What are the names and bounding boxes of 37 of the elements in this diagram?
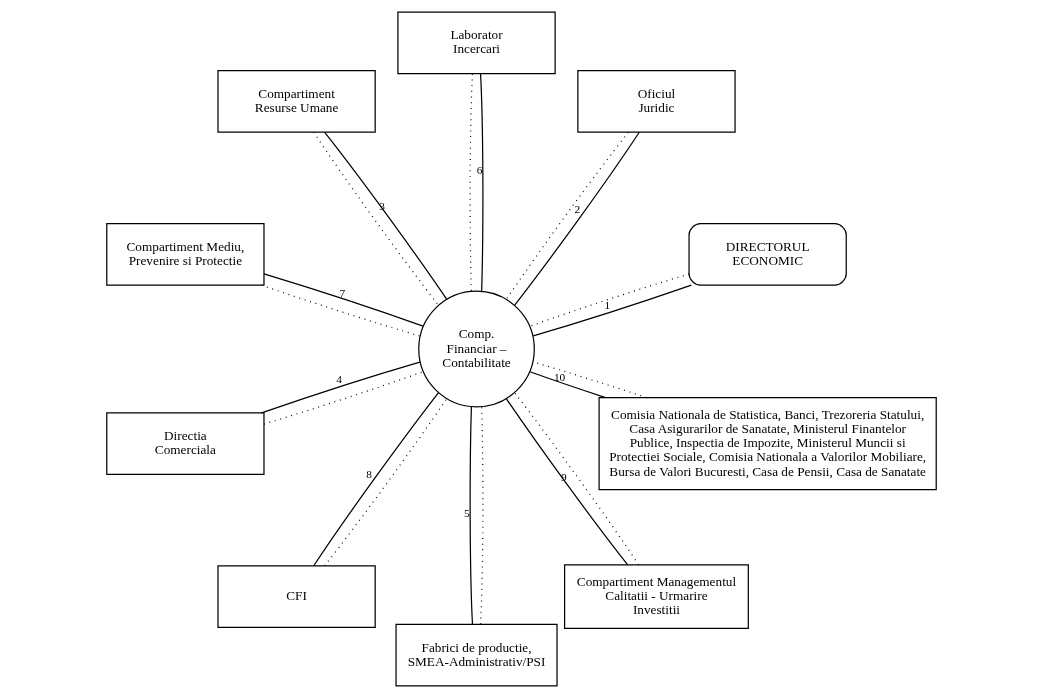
edge-label: 4	[335, 372, 342, 385]
node-box: DIRECTORUL ECONOMIC	[687, 223, 847, 286]
connector	[323, 398, 447, 567]
node-box: CFI	[216, 565, 376, 629]
node-box: Compartiment Resurse Umane	[216, 69, 376, 133]
connector	[312, 391, 439, 567]
connector	[479, 406, 484, 625]
connector	[469, 73, 473, 292]
node-box: Compartiment Managementul Calitatii - Urmarire Investitii	[563, 564, 749, 629]
connector	[513, 131, 640, 307]
connector	[479, 73, 484, 292]
edge-label: 5	[463, 507, 470, 520]
edge-label: 1	[604, 298, 610, 311]
connector	[513, 392, 639, 566]
edge-label: 7	[339, 286, 345, 299]
connector	[505, 398, 628, 566]
node-box: Comisia Nationala de Statistica, Banci, Trezoreria Statului, Casa Asigurarilor de Sanatate, Ministerul Finantelor Publice, Inspectia de Impozite, Ministerul Muncii si Protectiei Sociale, Comisia Nationala a Valorilor Mobiliare, Bursa de Valori Bucuresti, Casa de Pensii, Casa de Sanatate	[598, 397, 937, 491]
connector	[528, 371, 606, 399]
connector	[323, 131, 447, 300]
connector	[505, 131, 629, 300]
node-box: Compartiment Mediu, Prevenire si Protectie	[105, 223, 265, 286]
connector	[312, 131, 439, 307]
edge-label: 10	[553, 371, 565, 384]
connector	[532, 284, 692, 337]
edge-label: 3	[378, 199, 385, 212]
connector	[469, 406, 473, 625]
node-box: Oficiul Juridic	[576, 69, 736, 133]
edge-label: 6	[476, 164, 482, 177]
connector	[260, 361, 420, 414]
connector	[262, 273, 424, 327]
node-box: Fabrici de productie, SMEA-Administrativ/PSI	[394, 623, 558, 687]
node-box: Directia Comerciala	[105, 412, 265, 475]
edge-label: 8	[365, 468, 372, 481]
edge-label: 2	[573, 203, 580, 216]
connector	[260, 284, 420, 337]
node-box: Laborator Incercari	[396, 11, 556, 75]
node-circle: Comp. Financiar – Contabilitate	[417, 290, 535, 408]
